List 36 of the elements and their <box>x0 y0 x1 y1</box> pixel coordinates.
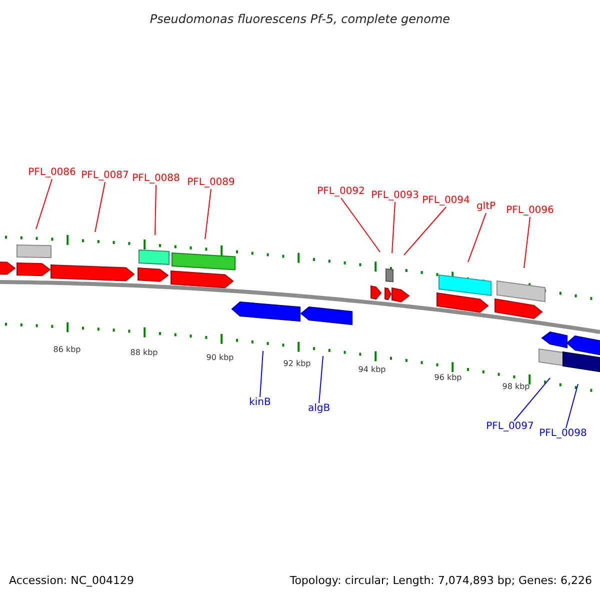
gene-label: gltP <box>476 201 496 213</box>
gene-label: PFL_0098 <box>539 428 587 440</box>
gene-label: PFL_0092 <box>317 186 365 198</box>
leader-line <box>468 212 486 262</box>
leader-line <box>404 206 446 256</box>
scale-label: 94 kbp <box>358 365 386 375</box>
gene-label: PFL_0093 <box>371 190 419 202</box>
leader-line <box>260 350 264 398</box>
leader-line <box>318 356 324 404</box>
gene-label: PFL_0086 <box>28 167 76 179</box>
gene-label: PFL_0088 <box>132 173 180 185</box>
gene-label: PFL_0097 <box>486 421 534 433</box>
leader-line <box>514 378 550 422</box>
leader-line <box>154 184 156 236</box>
gene-label: PFL_0089 <box>187 177 235 189</box>
scale-label: 98 kbp <box>502 382 530 392</box>
scale-label: 88 kbp <box>130 348 158 358</box>
scale-label: 86 kbp <box>53 345 81 355</box>
genome-summary-text: Topology: circular; Length: 7,074,893 bp; Genes: 6,226 <box>290 574 592 588</box>
accession-text: Accession: NC_004129 <box>9 574 134 588</box>
leader-line <box>392 202 396 254</box>
leader-line <box>340 198 380 252</box>
map-title: Pseudomonas fluorescens Pf-5, complete genome <box>150 11 450 28</box>
leader-line <box>94 182 106 232</box>
gene-label: PFL_0087 <box>81 170 129 182</box>
gene-label: PFL_0096 <box>506 205 554 217</box>
leader-line <box>204 188 212 240</box>
gene-label: PFL_0094 <box>422 195 470 207</box>
leader-line <box>566 384 578 428</box>
gene-label: kinB <box>249 397 271 409</box>
leader-line <box>524 216 530 268</box>
scale-label: 90 kbp <box>206 353 234 363</box>
scale-label: 96 kbp <box>434 373 462 383</box>
scale-label: 92 kbp <box>283 359 311 369</box>
leader-line <box>36 178 52 230</box>
gene-label: algB <box>308 403 330 415</box>
